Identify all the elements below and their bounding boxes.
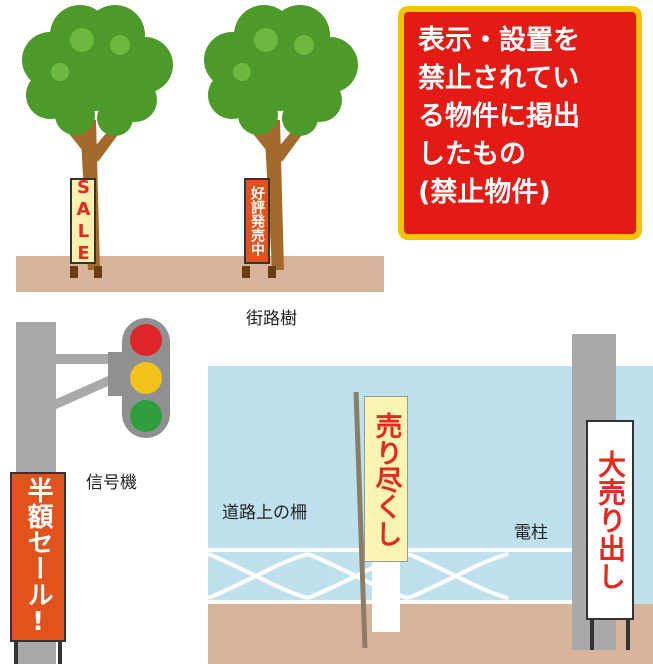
hot-sale-sign-text: 好評発売中 (249, 186, 265, 256)
notice-line-4: したもの (418, 139, 526, 170)
notice-line-2: 禁止されてい (418, 63, 580, 94)
street-trees-label: 街路樹 (246, 309, 297, 329)
utility-pole-label: 電柱 (514, 523, 548, 543)
notice-line-1: 表示・設置を (418, 25, 580, 56)
road-fence (208, 548, 608, 604)
hot-sale-sign: 好評発売中 (244, 178, 270, 264)
sale-sign-text: SALE (73, 177, 94, 265)
yellow-light (130, 362, 162, 394)
half-price-sign: 半額セール! (10, 472, 66, 642)
big-sale-sign-text: 大売り出し (594, 450, 627, 590)
road-fence-label: 道路上の柵 (222, 503, 307, 523)
notice-line-3: る物件に掲出 (418, 101, 580, 132)
traffic-signal-label: 信号機 (86, 473, 137, 493)
sold-out-banner-text: 売り尽くし (370, 411, 402, 547)
half-price-sign-leg-right (58, 642, 62, 664)
sale-sign: SALE (70, 177, 96, 265)
big-sale-sign-leg-left (590, 620, 594, 650)
half-price-sign-text: 半額セール! (23, 477, 53, 637)
prohibited-property-notice: 表示・設置を 禁止されてい る物件に掲出 したもの (禁止物件) (398, 6, 642, 240)
green-light (130, 400, 162, 432)
half-price-sign-leg-left (14, 642, 18, 664)
sold-out-banner: 売り尽くし (364, 396, 408, 562)
signal-arm (54, 352, 126, 410)
big-sale-sign-leg-right (626, 620, 630, 650)
red-light (130, 324, 162, 356)
big-sale-sign: 大売り出し (586, 420, 634, 620)
street-tree-right (204, 5, 358, 278)
notice-line-5: (禁止物件) (418, 177, 551, 208)
street-tree-left (22, 5, 173, 278)
